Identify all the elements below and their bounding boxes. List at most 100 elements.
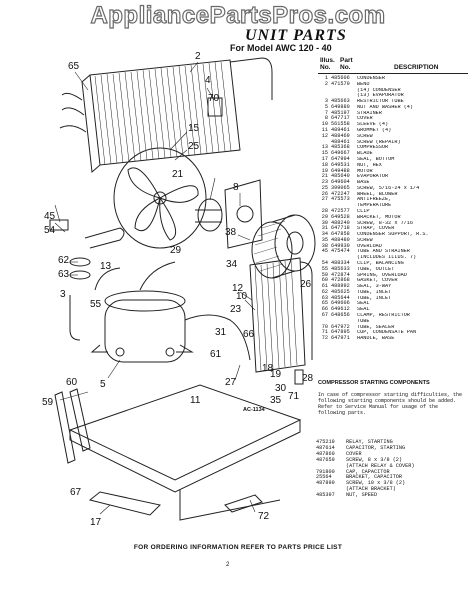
part-description: NUT AND WASHER (4) bbox=[357, 104, 414, 110]
compressor bbox=[90, 290, 194, 363]
part-number: 488480 bbox=[331, 236, 350, 243]
part-number: 399065 bbox=[331, 184, 350, 191]
callout-label: 54 bbox=[44, 225, 56, 236]
illus-number: 35 bbox=[321, 236, 328, 243]
parts-row: TEMPERATURE bbox=[316, 203, 474, 209]
callout-label: 61 bbox=[210, 349, 222, 360]
callout-label: 67 bbox=[70, 487, 82, 498]
callout-label: 10 bbox=[236, 291, 248, 302]
part-description: CONDENSER SUPPORT, R.S. bbox=[357, 232, 429, 238]
part-description: (ATTACH BRACKET) bbox=[346, 486, 396, 493]
part-number: 647971 bbox=[331, 335, 350, 342]
part-description: WHEEL, BLOWER bbox=[357, 191, 398, 197]
part-number: 647994 bbox=[331, 155, 350, 162]
part-description: SCREW (REPAIR) bbox=[357, 139, 401, 145]
part-number: 485625 bbox=[331, 288, 350, 295]
part-description: COVER bbox=[357, 116, 373, 122]
compressor-section-title: COMPRESSOR STARTING COMPONENTS bbox=[318, 380, 430, 386]
callout-label: 19 bbox=[270, 369, 282, 380]
part-number: 487659 bbox=[316, 456, 335, 463]
part-number: 485644 bbox=[331, 294, 350, 301]
part-description: TUBE AND STRAINER bbox=[357, 249, 410, 255]
part-description: NUT, HEX bbox=[357, 162, 382, 168]
part-number: 488334 bbox=[331, 260, 350, 266]
illus-number: 19 bbox=[321, 167, 328, 174]
part-description: RELAY, STARTING bbox=[346, 439, 393, 445]
part-description: (14) CONDENSER bbox=[357, 87, 401, 93]
part-description: SCREW, 8-32 x 7/16 bbox=[357, 220, 414, 226]
part-description: STRAP, COVER bbox=[357, 226, 395, 232]
illus-number: 70 bbox=[321, 323, 328, 330]
part-description: TUBE, OUTLET bbox=[357, 266, 395, 272]
model-subtitle: For Model AWC 120 - 40 bbox=[230, 43, 332, 53]
callout-label: 31 bbox=[215, 327, 227, 338]
part-number: 649604 bbox=[331, 179, 350, 186]
part-description: BRACKET, CAPACITOR bbox=[346, 474, 403, 481]
illus-number: 30 bbox=[321, 219, 328, 226]
part-header: Part No. bbox=[340, 57, 353, 71]
callout-label: 30 bbox=[275, 383, 287, 394]
part-description: SPRING, OVERLOAD bbox=[357, 272, 407, 278]
part-number: 487890 bbox=[316, 480, 335, 487]
part-description: CUP, CONDENSATE PAN bbox=[357, 330, 417, 336]
callout-label: 59 bbox=[42, 397, 54, 408]
illus-number: 10 bbox=[321, 121, 328, 128]
illus-number: 29 bbox=[321, 213, 328, 220]
callout-label: 70 bbox=[208, 93, 220, 104]
part-number: 649488 bbox=[331, 167, 350, 174]
compressor-parts-row: (ATTACH RELAY & COVER) bbox=[316, 463, 474, 470]
part-number: 488240 bbox=[331, 219, 350, 226]
callout-label: 5 bbox=[100, 379, 106, 390]
part-number: 647858 bbox=[331, 231, 350, 238]
part-description: CLIP bbox=[357, 208, 370, 214]
part-number: 472247 bbox=[331, 190, 350, 197]
part-number: 649528 bbox=[331, 213, 350, 220]
column-header-desc: DESCRIPTION bbox=[394, 64, 438, 71]
order-info-footer: FOR ORDERING INFORMATION REFER TO PARTS … bbox=[133, 544, 343, 551]
callout-label: 65 bbox=[68, 61, 80, 72]
part-number: 485663 bbox=[331, 98, 350, 105]
illus-number: 18 bbox=[321, 161, 328, 168]
callout-label: 72 bbox=[258, 511, 270, 522]
callout-label: 2 bbox=[195, 51, 201, 62]
illus-number: 65 bbox=[321, 300, 328, 307]
part-number: 488469 bbox=[331, 132, 350, 139]
part-description: (INCLUDES ILLUS. 7) bbox=[357, 255, 417, 261]
part-number: 561558 bbox=[331, 121, 350, 128]
page-title: UNIT PARTS bbox=[245, 27, 347, 44]
illus-number: 60 bbox=[321, 277, 328, 284]
part-number: 487860 bbox=[316, 450, 335, 457]
illus-number: 2 bbox=[324, 80, 328, 87]
part-number: 472868 bbox=[331, 277, 350, 284]
illus-number: 26 bbox=[321, 190, 328, 197]
part-number: 791800 bbox=[316, 468, 335, 475]
compressor-note: In case of compressor starting difficult… bbox=[318, 392, 463, 416]
part-description: TUBE bbox=[357, 318, 370, 324]
part-description: SCREW, 5/16-24 x 1/4 bbox=[357, 185, 420, 191]
part-number: 472577 bbox=[331, 207, 350, 214]
part-number: 485197 bbox=[331, 109, 350, 116]
part-description: COMPRESSOR bbox=[357, 145, 389, 151]
part-number: 475573 bbox=[331, 196, 350, 203]
part-description: CAPACITOR, STARTING bbox=[346, 444, 406, 451]
illus-number: 17 bbox=[321, 155, 328, 162]
callout-label: 38 bbox=[225, 227, 237, 238]
part-description: CONDENSER bbox=[357, 76, 386, 81]
fan-motor bbox=[195, 198, 223, 232]
part-description: SCREW bbox=[357, 133, 373, 139]
